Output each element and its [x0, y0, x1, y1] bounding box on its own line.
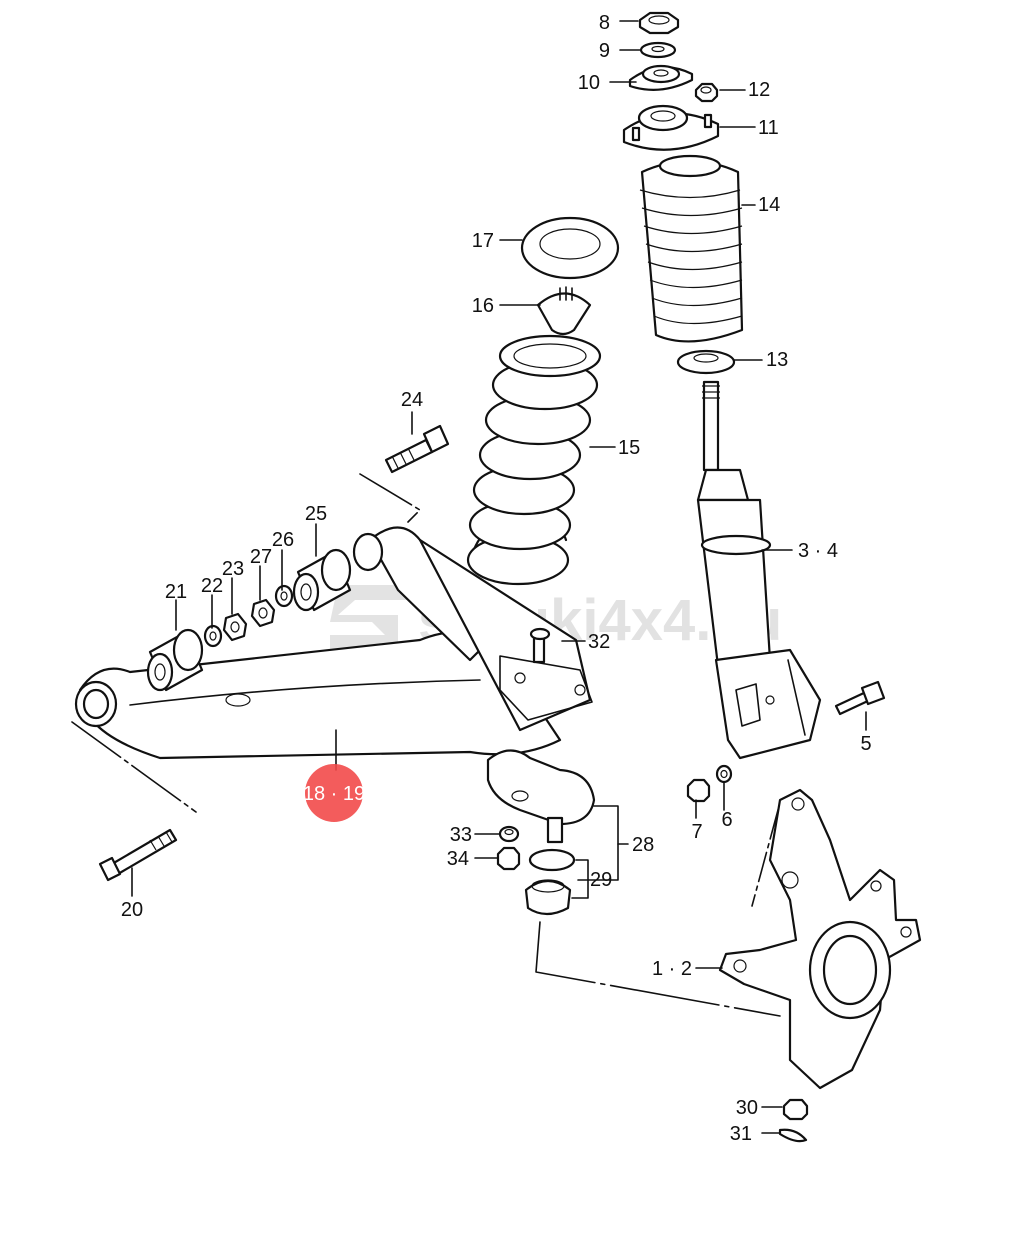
spring-seat-17 — [520, 216, 620, 280]
nut-34 — [496, 846, 521, 871]
callout-17: 17 — [472, 230, 494, 252]
bolt-32 — [529, 627, 551, 664]
callout-28: 28 — [632, 834, 654, 856]
callout-14: 14 — [758, 194, 780, 216]
callout-33: 33 — [450, 824, 472, 846]
steering-knuckle-1-2 — [718, 788, 922, 1090]
ball-joint-28 — [486, 749, 596, 844]
callout-8: 8 — [599, 12, 610, 34]
callout-3-4: 3 · 4 — [798, 540, 838, 562]
callout-24: 24 — [401, 389, 423, 411]
shock-absorber-3-4 — [696, 380, 822, 760]
dust-boot-14 — [639, 154, 744, 343]
callout-20: 20 — [121, 899, 143, 921]
callout-9: 9 — [599, 40, 610, 62]
callout-12: 12 — [748, 79, 770, 101]
washer-9 — [639, 41, 677, 59]
castle-nut-30 — [782, 1098, 809, 1121]
callout-13: 13 — [766, 349, 788, 371]
bump-stop-16 — [536, 286, 592, 336]
callout-7: 7 — [691, 821, 702, 843]
seat-13 — [676, 349, 736, 375]
bolt-5 — [834, 680, 886, 716]
callout-26: 26 — [272, 529, 294, 551]
callout-22: 22 — [201, 575, 223, 597]
callout-34: 34 — [447, 848, 469, 870]
nut-8 — [638, 11, 680, 35]
callout-21: 21 — [165, 581, 187, 603]
highlight-18-19[interactable]: 18 · 19 — [303, 764, 365, 822]
callout-27: 27 — [250, 546, 272, 568]
highlight-circle — [305, 764, 363, 822]
control-arm-18-19 — [74, 526, 593, 760]
nut-12 — [694, 82, 719, 103]
callout-23: 23 — [222, 558, 244, 580]
suzuki-logo-icon — [330, 585, 415, 650]
washer-26 — [274, 584, 294, 608]
washer-6 — [715, 764, 733, 784]
cotter-pin-31 — [778, 1128, 808, 1143]
callout-16: 16 — [472, 295, 494, 317]
callout-1-2: 1 · 2 — [652, 958, 692, 980]
nut-27 — [250, 598, 276, 628]
callout-25: 25 — [305, 503, 327, 525]
callout-10: 10 — [578, 72, 600, 94]
callout-29: 29 — [590, 869, 612, 891]
nut-7 — [686, 778, 711, 803]
nut-33 — [498, 825, 520, 843]
bolt-20 — [98, 828, 178, 882]
callout-labels: 8 9 10 12 11 14 17 16 13 24 15 25 26 27 … — [121, 12, 872, 1145]
bushing-21 — [146, 628, 204, 692]
bolt-24 — [384, 424, 450, 474]
leader-lines — [71, 20, 867, 1134]
mount-10 — [628, 64, 694, 91]
callout-11: 11 — [758, 117, 779, 139]
callout-5: 5 — [860, 733, 871, 755]
callout-31: 31 — [730, 1123, 752, 1145]
strut-mount-11 — [622, 104, 720, 151]
washer-22 — [203, 624, 223, 648]
coil-spring-15 — [466, 334, 602, 586]
callout-32: 32 — [588, 631, 610, 653]
callout-30: 30 — [736, 1097, 758, 1119]
nut-23 — [222, 612, 248, 642]
callout-18-19: 18 · 19 — [303, 783, 365, 805]
boot-29 — [524, 848, 576, 916]
callout-6: 6 — [721, 809, 732, 831]
bushing-25 — [292, 548, 352, 612]
callout-15: 15 — [618, 437, 640, 459]
